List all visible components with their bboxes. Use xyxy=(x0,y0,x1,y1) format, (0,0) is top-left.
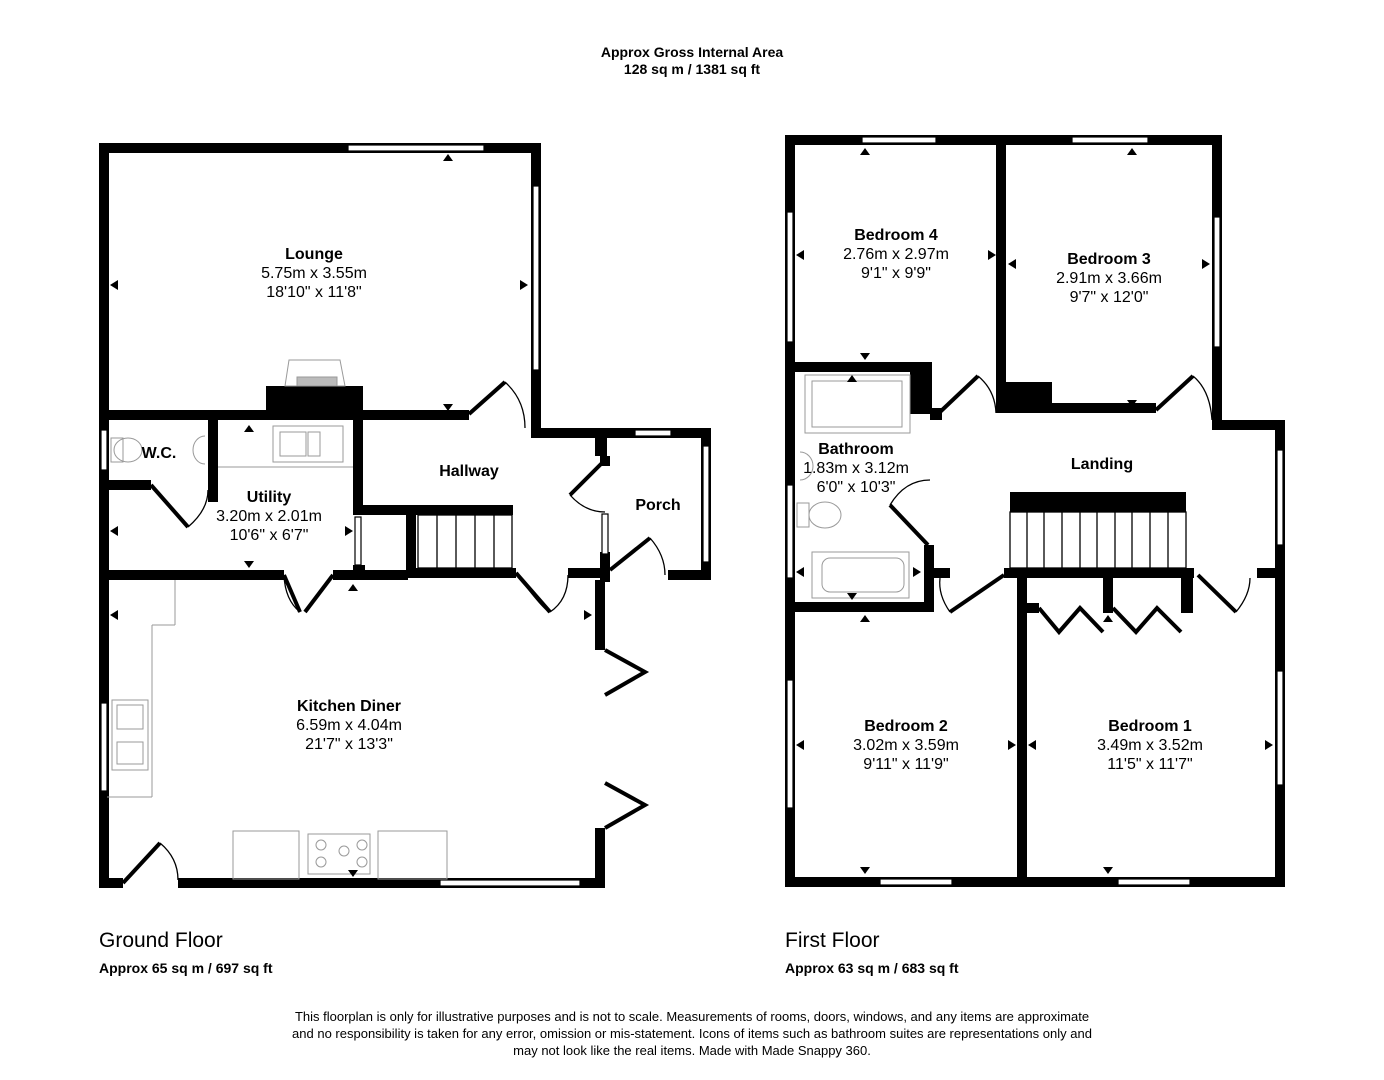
room-metric: 5.75m x 3.55m xyxy=(261,265,367,282)
doors xyxy=(888,374,1238,636)
room-metric: 3.49m x 3.52m xyxy=(1097,737,1203,754)
staircase xyxy=(417,514,513,569)
room-kitchen-diner: Kitchen Diner 6.59m x 4.04m 21'7" x 13'3… xyxy=(296,697,402,754)
room-metric: 3.02m x 3.59m xyxy=(853,737,959,754)
room-name: Kitchen Diner xyxy=(296,698,402,715)
shower-tray-icon xyxy=(804,374,911,434)
room-utility: Utility 3.20m x 2.01m 10'6" x 6'7" xyxy=(216,488,322,545)
room-name: Bathroom xyxy=(818,441,894,458)
hob-icon xyxy=(307,833,371,875)
disclaimer-line: This floorplan is only for illustrative … xyxy=(294,1009,1090,1024)
room-name: W.C. xyxy=(141,445,177,462)
worktop-unit xyxy=(232,830,300,880)
chimney-breast xyxy=(266,386,363,416)
door-swings xyxy=(159,381,666,881)
staircase xyxy=(1009,511,1187,569)
room-imperial: 18'10" x 11'8" xyxy=(266,284,362,301)
worktop-unit xyxy=(377,830,448,880)
room-name: Hallway xyxy=(439,463,499,480)
room-bedroom-1: Bedroom 1 3.49m x 3.52m 11'5" x 11'7" xyxy=(1097,717,1203,774)
room-imperial: 9'1" x 9'9" xyxy=(861,265,931,282)
room-imperial: 9'11" x 11'9" xyxy=(863,756,949,773)
room-landing: Landing xyxy=(1071,455,1133,474)
ground-floor-plan xyxy=(99,143,711,888)
sink-icon xyxy=(272,425,344,463)
ground-floor-title: Ground Floor xyxy=(99,929,223,952)
room-metric: 6.59m x 4.04m xyxy=(296,717,402,734)
room-metric: 1.83m x 3.12m xyxy=(803,460,909,477)
window xyxy=(532,185,540,371)
window xyxy=(354,516,362,566)
room-bedroom-3: Bedroom 3 2.91m x 3.66m 9'7" x 12'0" xyxy=(1056,250,1162,307)
window xyxy=(100,702,108,792)
kitchen-sink-icon xyxy=(111,699,149,771)
wall xyxy=(531,428,711,438)
disclaimer-line: and no responsibility is taken for any e… xyxy=(292,1026,1092,1041)
doors xyxy=(121,380,652,885)
first-floor-area: Approx 63 sq m / 683 sq ft xyxy=(785,960,959,976)
windows xyxy=(786,136,1284,886)
room-imperial: 11'5" x 11'7" xyxy=(1107,756,1193,773)
fireplace-icon xyxy=(284,359,346,387)
room-hallway: Hallway xyxy=(439,462,499,481)
door-swings xyxy=(889,375,1251,613)
window xyxy=(439,879,581,887)
room-name: Bedroom 1 xyxy=(1108,718,1192,735)
room-wc: W.C. xyxy=(142,444,177,463)
room-bedroom-4: Bedroom 4 2.76m x 2.97m 9'1" x 9'9" xyxy=(843,226,949,283)
room-metric: 3.20m x 2.01m xyxy=(216,508,322,525)
wall xyxy=(99,143,109,887)
window xyxy=(601,513,609,555)
basin-icon xyxy=(192,435,206,465)
room-name: Landing xyxy=(1070,456,1134,473)
first-floor-title: First Floor xyxy=(785,929,880,952)
window xyxy=(634,429,672,437)
bathroom-fixtures xyxy=(796,374,911,599)
room-imperial: 10'6" x 6'7" xyxy=(229,527,309,544)
wall xyxy=(99,143,541,153)
measure-arrows xyxy=(110,154,592,877)
window xyxy=(100,429,108,471)
room-bathroom: Bathroom 1.83m x 3.12m 6'0" x 10'3" xyxy=(803,440,909,497)
room-name: Bedroom 4 xyxy=(854,227,938,244)
room-name: Utility xyxy=(246,489,292,506)
room-metric: 2.76m x 2.97m xyxy=(843,246,949,263)
measure-arrows xyxy=(796,148,1273,874)
windows xyxy=(100,144,710,887)
room-metric: 2.91m x 3.66m xyxy=(1056,270,1162,287)
room-name: Bedroom 2 xyxy=(864,718,948,735)
fixtures xyxy=(107,359,448,880)
basin-icon xyxy=(799,451,814,481)
ground-floor-area: Approx 65 sq m / 697 sq ft xyxy=(99,960,273,976)
room-name: Lounge xyxy=(285,246,343,263)
gross-area-title: Approx Gross Internal Area xyxy=(600,44,784,60)
gross-area-header: Approx Gross Internal Area 128 sq m / 13… xyxy=(0,44,1384,78)
room-porch: Porch xyxy=(635,496,680,515)
room-imperial: 9'7" x 12'0" xyxy=(1069,289,1149,306)
room-lounge: Lounge 5.75m x 3.55m 18'10" x 11'8" xyxy=(261,245,367,302)
window xyxy=(347,144,485,152)
bath-icon xyxy=(811,551,910,599)
gross-area-value: 128 sq m / 1381 sq ft xyxy=(623,61,761,77)
room-imperial: 6'0" x 10'3" xyxy=(816,479,896,496)
room-name: Porch xyxy=(635,497,681,514)
room-name: Bedroom 3 xyxy=(1067,251,1151,268)
window xyxy=(702,445,710,563)
toilet-icon xyxy=(808,501,842,529)
disclaimer: This floorplan is only for illustrative … xyxy=(240,1008,1144,1059)
toilet-icon xyxy=(113,437,143,463)
room-imperial: 21'7" x 13'3" xyxy=(305,736,393,753)
room-bedroom-2: Bedroom 2 3.02m x 3.59m 9'11" x 11'9" xyxy=(853,717,959,774)
disclaimer-line: may not look like the real items. Made w… xyxy=(513,1043,871,1058)
